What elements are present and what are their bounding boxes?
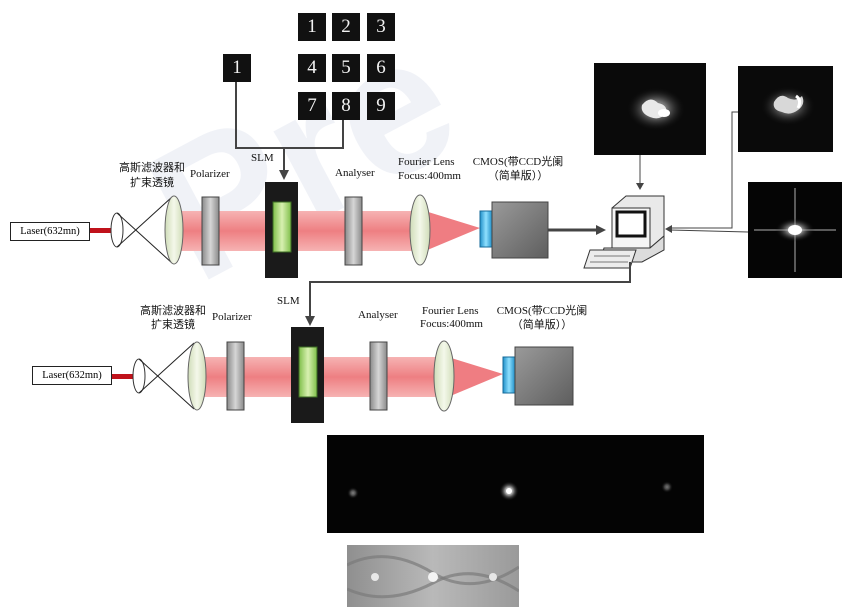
- captured-image-2: [738, 66, 833, 152]
- slm-label-top: SLM: [251, 152, 274, 165]
- fourier-lens-label-top: Fourier Lens: [398, 156, 455, 169]
- tile-single: 1: [223, 54, 251, 82]
- bottom-optical-row: [112, 327, 573, 423]
- cmos-note-top: （简单版））: [466, 170, 570, 183]
- analyser-label-bottom: Analyser: [358, 309, 398, 322]
- cmos-label-top: CMOS(带CCD光阑: [466, 156, 570, 169]
- cmos-note-bottom: （简单版））: [490, 319, 594, 332]
- tile-grid-2: 2: [332, 13, 360, 41]
- laser-label-top: Laser(632mn): [10, 222, 90, 241]
- captured-image-3: [748, 182, 842, 278]
- tile-grid-4: 4: [298, 54, 326, 82]
- filter-label-bottom-2: 扩束透镜: [133, 319, 213, 332]
- tile-grid-6: 6: [367, 54, 395, 82]
- filter-label-top-1: 高斯滤波器和: [112, 162, 192, 175]
- tile-grid-1: 1: [298, 13, 326, 41]
- focus-label-bottom: Focus:400mm: [420, 318, 483, 331]
- filter-label-top-2: 扩束透镜: [112, 177, 192, 190]
- slm-label-bottom: SLM: [277, 295, 300, 308]
- laser-label-bottom: Laser(632mn): [32, 366, 112, 385]
- focus-label-top: Focus:400mm: [398, 170, 461, 183]
- fourier-lens-label-bottom: Fourier Lens: [422, 305, 479, 318]
- captured-image-1: [594, 63, 706, 155]
- tile-grid-9: 9: [367, 92, 395, 120]
- polarizer-label-top: Polarizer: [190, 168, 230, 181]
- analyser-label-top: Analyser: [335, 167, 375, 180]
- cmos-label-bottom: CMOS(带CCD光阑: [490, 305, 594, 318]
- tile-grid-5: 5: [332, 54, 360, 82]
- hologram-image: [347, 545, 519, 607]
- tile-grid-3: 3: [367, 13, 395, 41]
- fourier-plane-image: [327, 435, 704, 533]
- tile-grid-8: 8: [332, 92, 360, 120]
- polarizer-label-bottom: Polarizer: [212, 311, 252, 324]
- filter-label-bottom-1: 高斯滤波器和: [133, 305, 213, 318]
- tile-grid-7: 7: [298, 92, 326, 120]
